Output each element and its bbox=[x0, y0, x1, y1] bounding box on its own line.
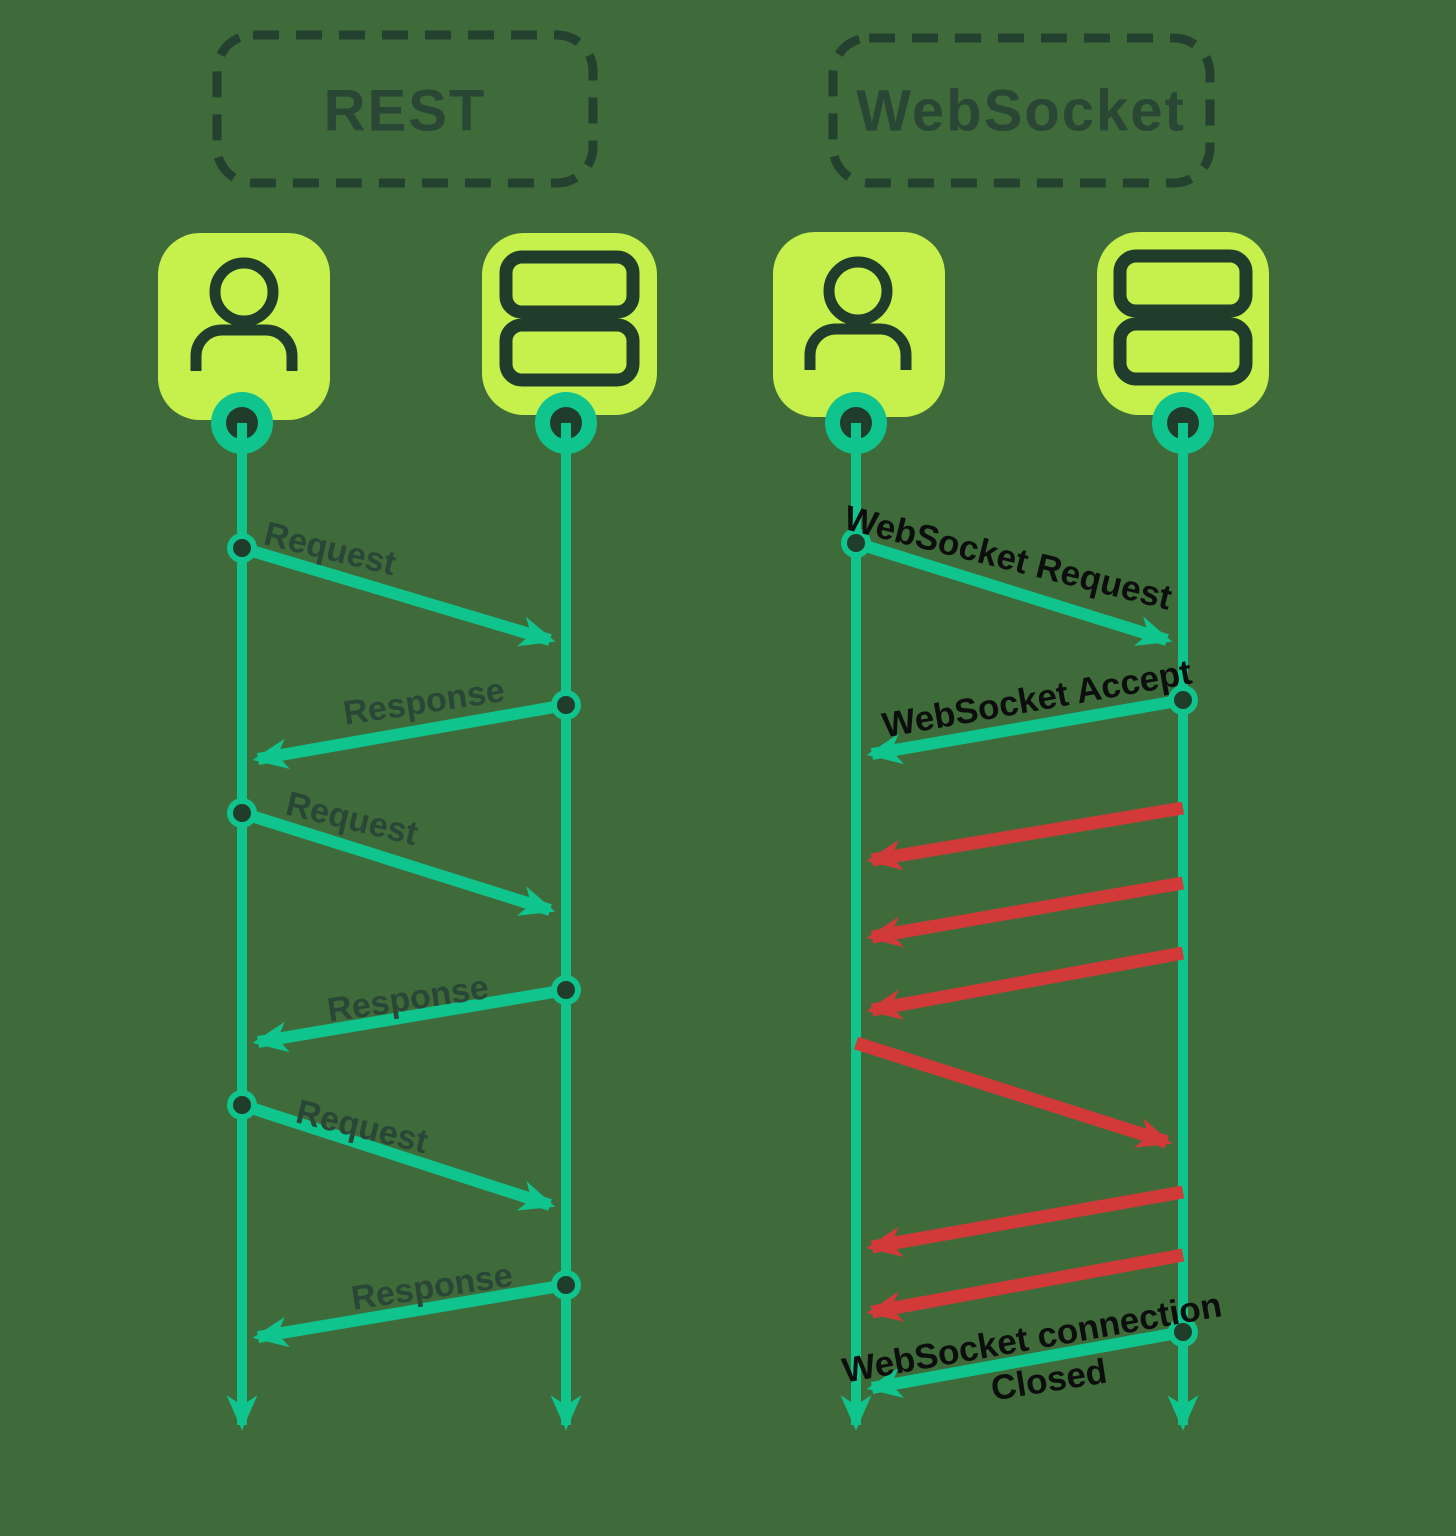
websocket-message-label: WebSocket Accept bbox=[879, 653, 1195, 746]
websocket-data-frame-2 bbox=[866, 876, 1185, 948]
rest-title: REST bbox=[324, 79, 487, 144]
websocket-panel: WebSocket bbox=[773, 33, 1269, 1431]
websocket-server-actor bbox=[1097, 232, 1269, 454]
rest-message-response-2: Response bbox=[252, 968, 581, 1053]
server-icon bbox=[499, 250, 640, 387]
rest-message-request-2: Request bbox=[227, 785, 556, 916]
user-icon bbox=[190, 257, 298, 371]
websocket-client-actor bbox=[773, 232, 945, 454]
rest-message-response-1: Response bbox=[252, 671, 581, 770]
user-icon bbox=[804, 256, 912, 370]
rest-message-request-1: Request bbox=[227, 515, 556, 647]
websocket-data-frame-1 bbox=[866, 801, 1185, 871]
rest-message-label: Request bbox=[292, 1093, 431, 1161]
websocket-header-box bbox=[828, 33, 1215, 188]
server-icon bbox=[1113, 249, 1253, 386]
websocket-data-frame-4 bbox=[854, 1036, 1173, 1149]
rest-client-actor bbox=[158, 233, 330, 454]
websocket-message-accept: WebSocket Accept bbox=[866, 653, 1198, 765]
rest-message-response-3: Response bbox=[252, 1256, 581, 1348]
websocket-data-frame-6 bbox=[866, 1248, 1185, 1322]
rest-header-box bbox=[212, 30, 598, 188]
websocket-data-frame-5 bbox=[866, 1185, 1185, 1257]
rest-server-actor bbox=[482, 233, 657, 454]
rest-panel: REST Req bbox=[158, 30, 657, 1431]
rest-message-request-3: Request bbox=[227, 1090, 556, 1211]
websocket-message-request: WebSocket Request bbox=[840, 498, 1176, 646]
websocket-data-frame-3 bbox=[866, 946, 1185, 1020]
websocket-title: WebSocket bbox=[856, 79, 1186, 144]
